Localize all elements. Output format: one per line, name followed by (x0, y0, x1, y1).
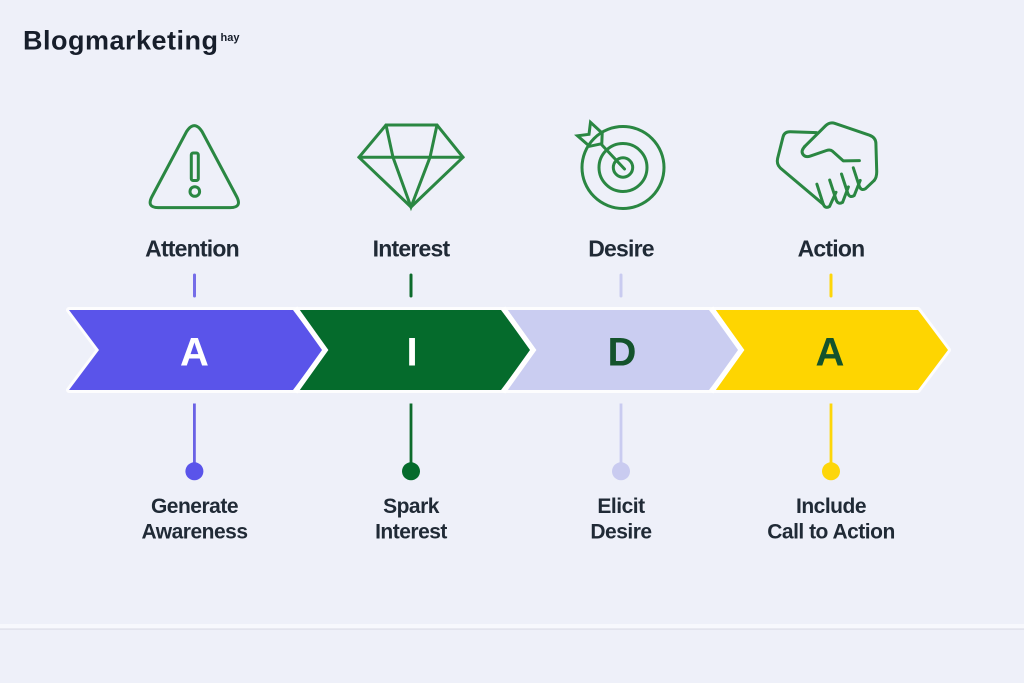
svg-text:hay: hay (221, 32, 241, 44)
svg-text:Awareness: Awareness (141, 521, 247, 544)
svg-text:D: D (608, 331, 637, 375)
svg-text:Attention: Attention (145, 236, 239, 262)
svg-text:A: A (816, 331, 845, 375)
svg-text:Interest: Interest (375, 521, 447, 544)
svg-text:Desire: Desire (588, 236, 654, 262)
svg-text:I: I (406, 331, 417, 375)
svg-text:Action: Action (798, 236, 865, 262)
svg-text:Call to Action: Call to Action (767, 521, 895, 544)
svg-text:Interest: Interest (373, 236, 451, 262)
svg-text:Generate: Generate (151, 495, 238, 518)
svg-text:Blogmarketing: Blogmarketing (23, 26, 219, 56)
svg-text:Spark: Spark (383, 495, 440, 518)
svg-text:A: A (180, 331, 209, 375)
svg-text:Desire: Desire (590, 521, 651, 544)
svg-text:Include: Include (796, 495, 866, 518)
svg-text:Elicit: Elicit (597, 495, 645, 518)
